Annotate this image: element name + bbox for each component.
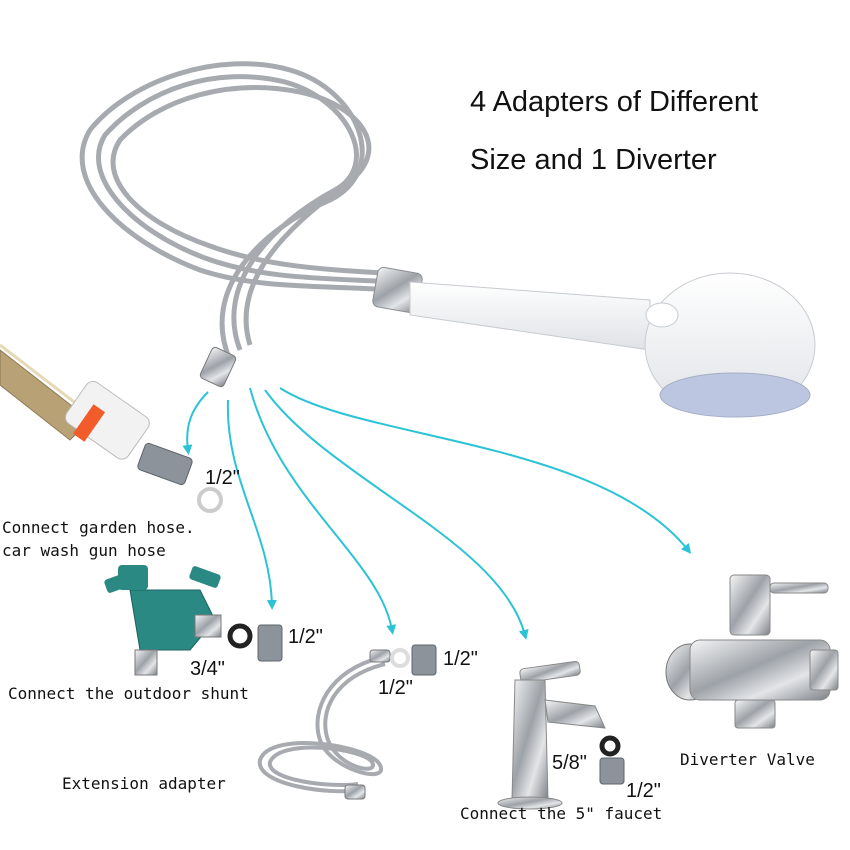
- extension-size-b-label: 1/2": [443, 648, 478, 670]
- outdoor-shunt-label: Connect the outdoor shunt: [8, 684, 249, 703]
- extension-label: Extension adapter: [62, 774, 226, 793]
- faucet-size-a-label: 5/8": [552, 752, 587, 774]
- diverter-valve: [665, 574, 839, 729]
- extension-size-a-label: 1/2": [378, 677, 413, 699]
- arrow-shunt: [226, 399, 277, 610]
- garden-hose-label-2: car wash gun hose: [2, 541, 166, 560]
- arrow-garden: [182, 391, 209, 455]
- connection-arrows: [182, 387, 692, 640]
- outdoor-y-shunt: [104, 565, 283, 676]
- title-line-1: 4 Adapters of Different: [470, 86, 759, 118]
- extension-hose: [257, 656, 386, 794]
- shunt-size-a-label: 3/4": [190, 658, 225, 680]
- garden-size-label: 1/2": [205, 467, 240, 489]
- extension-end: [344, 784, 366, 800]
- arrow-extension: [249, 387, 397, 635]
- faucet-label: Connect the 5" faucet: [460, 804, 663, 823]
- garden-hose-label-1: Connect garden hose.: [2, 518, 195, 537]
- title-line-2: Size and 1 Diverter: [470, 144, 717, 176]
- shunt-size-b-label: 1/2": [288, 626, 323, 648]
- faucet-size-b-label: 1/2": [626, 780, 661, 802]
- extension-nozzle: [369, 649, 391, 663]
- diverter-label: Diverter Valve: [680, 750, 815, 769]
- faucet: [497, 660, 625, 810]
- arrow-diverter: [279, 387, 692, 554]
- extension-adapter: [411, 644, 437, 676]
- handheld-shower-head: [372, 266, 816, 418]
- extension-washer: [390, 648, 410, 668]
- garden-hose: [0, 343, 223, 513]
- steel-hose-coil: [79, 61, 401, 361]
- hose-end-fitting: [199, 346, 237, 388]
- arrow-faucet: [264, 389, 529, 640]
